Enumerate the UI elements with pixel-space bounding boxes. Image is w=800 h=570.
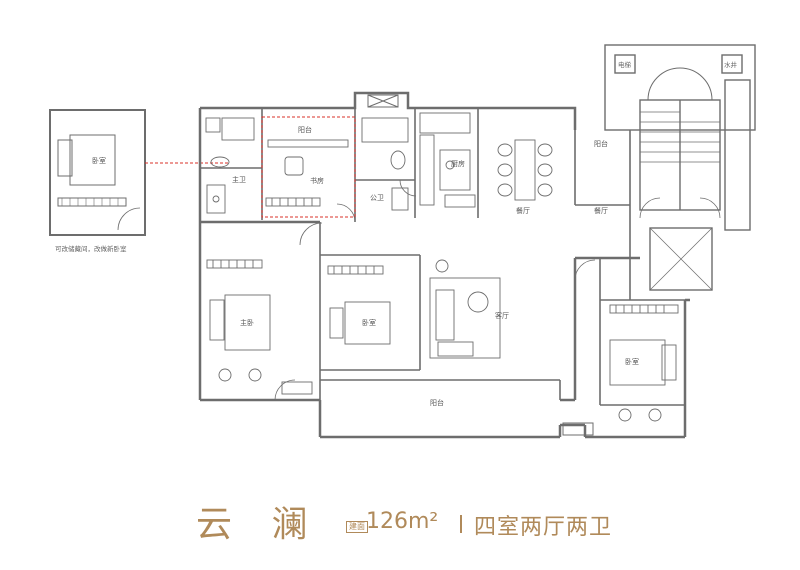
living-furniture: [429, 259, 501, 359]
caption-separator: [460, 515, 462, 533]
study-label: 书房: [310, 176, 324, 185]
balcony-bottom-label: 阳台: [430, 398, 444, 407]
study-furniture: [265, 139, 349, 207]
plan-name: 云 澜: [196, 504, 322, 545]
master-bedroom-label: 主卧: [240, 318, 254, 327]
doors: [274, 179, 596, 401]
area-tag: 建面: [346, 521, 368, 533]
floor-plan: 卧室 可改储藏间，改做新卧室: [49, 44, 756, 439]
dining-label: 餐厅: [516, 206, 530, 215]
dining-label-2: 餐厅: [594, 206, 608, 215]
balcony-right-label: 阳台: [594, 139, 608, 148]
bottom-window: [562, 422, 594, 436]
public-bath-fixtures: [361, 117, 409, 211]
mid-bedroom-label: 卧室: [362, 318, 376, 327]
dining-table: [497, 139, 553, 201]
stair-tag-right: 水井: [724, 60, 738, 69]
option-note: 可改储藏间，改做新卧室: [55, 244, 127, 253]
mid-bedroom-furniture: [327, 265, 391, 345]
study-highlight: [261, 116, 356, 218]
stair-tag-left: 电梯: [618, 60, 632, 69]
plan-caption: 云 澜 建面 126m² 四室两厅两卫: [0, 495, 800, 555]
kitchen-label: 厨房: [451, 159, 465, 168]
kitchen-fixtures: [419, 112, 476, 208]
option-bedroom-inset: [49, 109, 146, 236]
interior-walls: [200, 108, 685, 406]
option-bedroom-label: 卧室: [92, 156, 106, 165]
top-window: [367, 94, 399, 108]
master-bath-fixtures: [205, 117, 255, 214]
right-bedroom-furniture: [609, 304, 679, 422]
master-bedroom-furniture: [206, 259, 313, 395]
master-bath-label: 主卫: [232, 175, 246, 184]
right-bedroom-label: 卧室: [625, 357, 639, 366]
stair-core: [604, 44, 756, 291]
living-label: 客厅: [495, 311, 509, 320]
area-value: 126m²: [366, 509, 439, 534]
layout-text: 四室两厅两卫: [474, 515, 613, 540]
balcony-top-label: 阳台: [298, 125, 312, 134]
public-bath-label: 公卫: [370, 194, 384, 202]
